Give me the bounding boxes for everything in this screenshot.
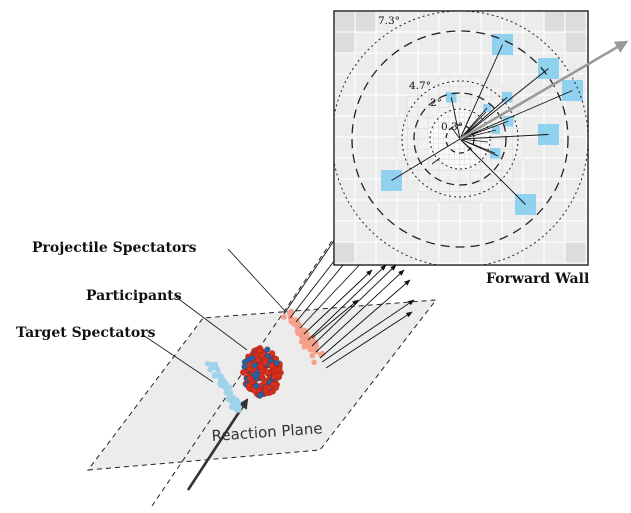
target-spectator-particle [217,382,223,388]
target-spectator-particle [228,399,234,405]
target-spectator-particle [220,376,226,383]
hit-ray [450,97,461,140]
projectile-spectator-cloud [281,308,326,366]
hit-ray [459,111,487,140]
fragment-arrow [325,311,413,369]
participant-particle [256,347,263,354]
hit-ray [459,138,473,151]
hit-ray [459,134,549,140]
participant-particle [269,350,276,357]
target-spectators-leader [142,334,214,383]
projectile-spectator-particle [281,314,287,320]
target-spectator-particle [223,380,229,386]
projectile-spectator-particle [303,336,310,343]
angle-label-7-3: 7.3° [378,15,400,27]
participant-particle [257,363,264,370]
target-spectator-particle [228,404,234,410]
reaction-plane-direction-arrow [459,40,629,141]
projectile-spectators-label: Projectile Spectators [32,240,197,256]
target-spectator-particle [223,390,229,396]
angle-label-2: 2° [430,97,442,109]
participant-particle [255,356,262,363]
fragment-arrow [311,299,359,339]
hit-ray [459,96,508,140]
participant-particle [261,359,269,366]
hit-ray [459,115,471,140]
forward-wall-label: Forward Wall [486,271,589,287]
participant-particle [244,356,251,364]
target-spectator-particle [228,394,234,400]
fragment-arrow [283,228,343,315]
target-spectator-cloud [204,360,243,413]
hit-ray [459,90,573,140]
projectile-spectators-leader [227,248,287,313]
participant-particle [262,387,269,394]
participant-particle [259,352,266,359]
target-spectator-particle [216,372,222,378]
fragment-arrow [321,299,415,363]
hit-ray [459,138,499,157]
target-spectator-particle [212,372,218,378]
participant-particle [273,359,281,366]
forward-wall [333,10,589,266]
target-spectator-particle [214,365,220,371]
fragment-arrow [303,269,373,335]
fragment-arrow [315,269,405,353]
participant-particle [240,369,247,376]
target-spectator-particle [233,403,239,409]
hit-ray [451,127,461,140]
hit-ray [431,157,441,165]
projectile-spectator-particle [288,308,295,315]
participant-particle [263,369,270,376]
projectile-spectator-particle [311,359,318,366]
participant-particle [261,378,268,385]
participant-particle [251,387,258,394]
participant-particle [276,366,283,373]
target-spectator-particle [236,407,242,413]
target-spectator-particle [207,366,213,373]
angle-label-4-7: 4.7° [409,80,431,92]
hit-ray [459,138,489,143]
target-spectator-particle [208,361,214,368]
participants-label: Participants [86,288,182,304]
participant-particle [256,392,264,399]
participant-particle [246,375,253,382]
projectile-spectator-particle [294,327,301,334]
participant-particle [264,346,271,353]
target-spectators-label: Target Spectators [16,325,156,341]
hit-ray [459,68,549,140]
hit-ray [459,138,526,205]
hit-ray [459,129,497,140]
fragment-arrow [299,257,367,329]
projectile-spectator-particle [307,343,314,350]
projectile-spectator-particle [288,318,295,325]
projectile-spectator-particle [312,346,318,352]
participant-particle [272,384,280,391]
participant-particle [275,372,282,379]
participant-particle [268,362,275,369]
participant-particle [253,382,260,389]
projectile-spectator-particle [309,353,316,359]
beam-arrow [186,398,249,491]
hit-ray [391,138,461,181]
projectile-spectator-particle [299,328,306,334]
fragment-arrow [307,264,387,341]
participant-cloud [240,345,284,399]
participant-particle [251,372,258,379]
participant-particle [251,362,258,369]
fragment-arrow [319,279,411,359]
participants-leader [175,296,248,351]
angle-label-0-3: 0.3° [441,121,463,133]
